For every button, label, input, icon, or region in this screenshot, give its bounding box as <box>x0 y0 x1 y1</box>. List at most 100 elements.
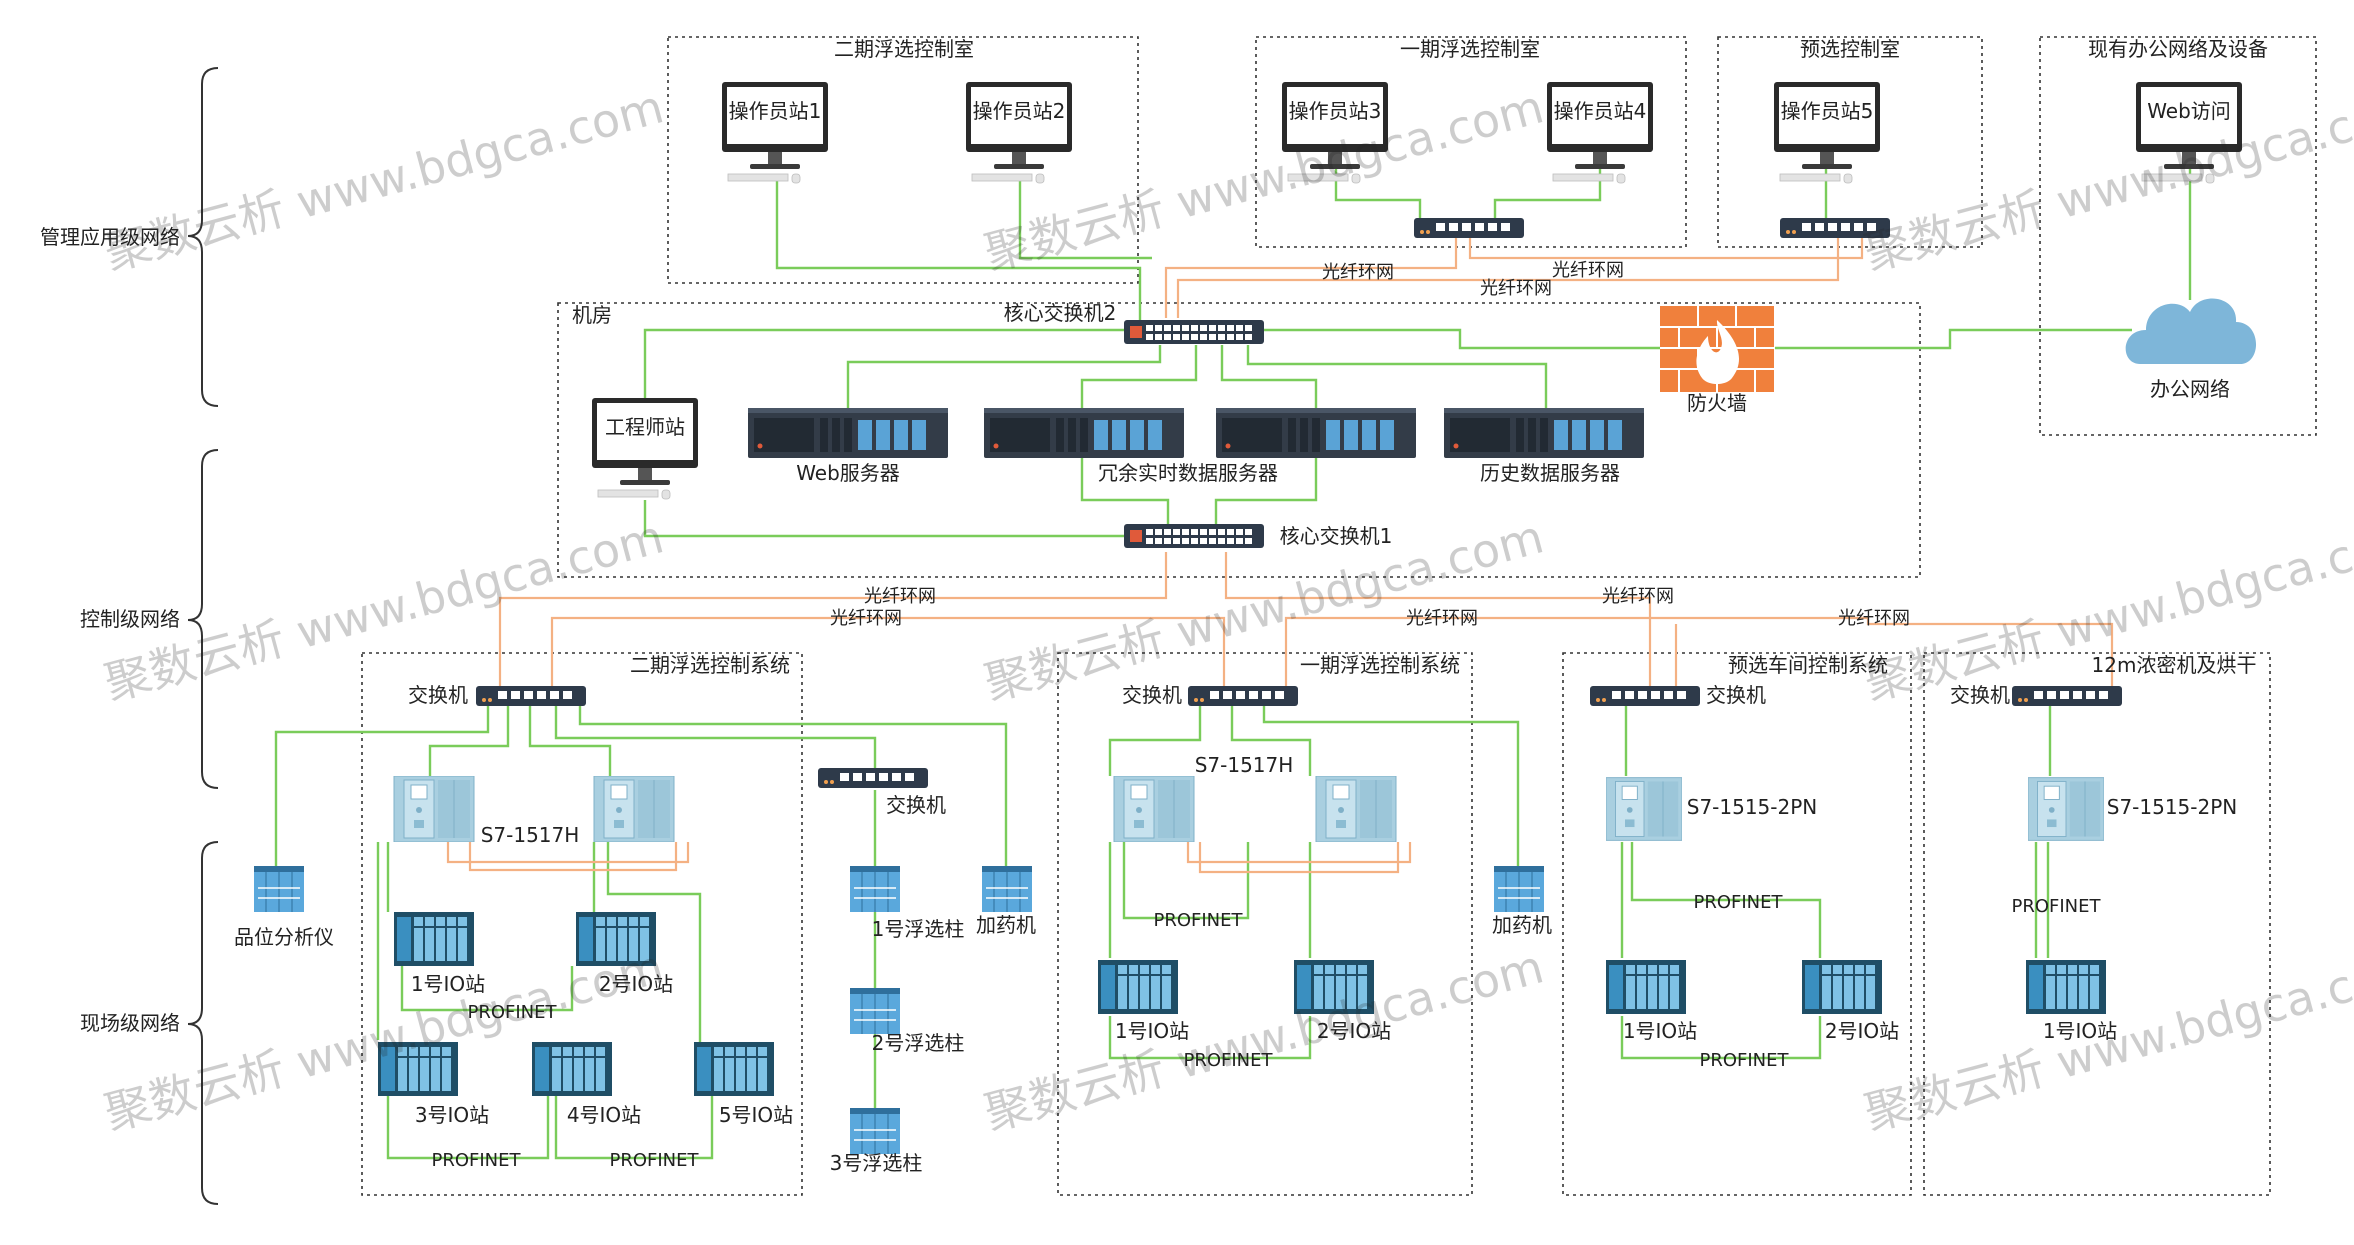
operator-station-1-icon[interactable] <box>721 81 829 184</box>
thick-io1-label: 1号IO站 <box>2043 1019 2117 1043</box>
link-core2-hist <box>1246 345 1548 408</box>
link-core2-web <box>846 345 1162 408</box>
web-access-label: Web访问 <box>2147 99 2231 123</box>
office-net-label: 办公网络 <box>2150 377 2230 401</box>
fiber-h-sync-p2b <box>468 842 678 872</box>
column-3-icon[interactable] <box>849 1108 901 1154</box>
machine-room-title: 机房 <box>572 303 612 327</box>
thick-sys-title: 12m浓密机及烘干 <box>2092 653 2257 677</box>
zone-phase2-sys <box>361 652 803 1196</box>
link-p1-plc1-pn <box>1122 842 1250 920</box>
fiber-label-7: 光纤环网 <box>1602 586 1674 607</box>
analyzer-icon[interactable] <box>253 866 305 912</box>
fiber-core2-p1room <box>1164 238 1458 318</box>
op4-label: 操作员站4 <box>1554 99 1647 123</box>
op1-label: 操作员站1 <box>729 99 822 123</box>
phase1-plc-b-icon[interactable] <box>1315 776 1397 842</box>
phase1-plc-a-icon[interactable] <box>1113 776 1195 842</box>
thick-switch-label: 交换机 <box>1950 683 2010 707</box>
op5-label: 操作员站5 <box>1781 99 1874 123</box>
core-switch-1-icon[interactable] <box>1124 524 1264 548</box>
zone-thick-sys <box>1923 652 2271 1196</box>
fiber-label-5: 光纤环网 <box>830 608 902 629</box>
fiber-sw1-sw3 <box>1284 616 2114 688</box>
zone-phase2-room <box>667 36 1139 284</box>
fiber-label-8: 光纤环网 <box>1838 608 1910 629</box>
column-2-label: 2号浮选柱 <box>872 1031 965 1055</box>
operator-station-2-icon[interactable] <box>965 81 1073 184</box>
link-sw1-plc1 <box>1108 706 1202 776</box>
phase2-dosing-label: 加药机 <box>976 913 1036 937</box>
phase2-room-title: 二期浮选控制室 <box>834 37 974 61</box>
phase2-plc-b-icon[interactable] <box>593 776 675 842</box>
phase1-io1-icon[interactable] <box>1098 960 1178 1014</box>
hist-server-label: 历史数据服务器 <box>1480 461 1620 485</box>
fiber-label-3: 光纤环网 <box>1480 278 1552 299</box>
rt-server-2-icon[interactable] <box>1216 408 1416 458</box>
phase1-switch-icon[interactable] <box>1188 686 1298 706</box>
phase2-io5-icon[interactable] <box>694 1042 774 1096</box>
zone-phase1-sys <box>1057 652 1473 1196</box>
pre-switch-icon[interactable] <box>1590 686 1700 706</box>
link-op4-switch <box>1493 165 1602 218</box>
operator-station-4-icon[interactable] <box>1546 81 1654 184</box>
web-server-icon[interactable] <box>748 408 948 458</box>
fiber-label-6: 光纤环网 <box>1406 608 1478 629</box>
link-sw2-sw <box>554 706 877 768</box>
phase2-io4-icon[interactable] <box>532 1042 612 1096</box>
phase2-io1-icon[interactable] <box>394 912 474 966</box>
fiber-h-sync-p1 <box>1186 842 1412 864</box>
fiber-p1room-preroom <box>1468 238 1864 260</box>
level-field: 现场级网络 <box>80 1011 180 1035</box>
office-cloud-icon[interactable] <box>2125 298 2257 364</box>
engineer-station-icon[interactable] <box>591 397 699 500</box>
thick-profinet: PROFINET <box>2011 896 2101 917</box>
fiber-label-1: 光纤环网 <box>1322 262 1394 283</box>
phase2-plc-a-icon[interactable] <box>393 776 475 842</box>
brace-management <box>187 67 219 407</box>
column-2-icon[interactable] <box>849 988 901 1034</box>
pre-switch-label: 交换机 <box>1706 683 1766 707</box>
operator-station-5-icon[interactable] <box>1773 81 1881 184</box>
phase1-room-title: 一期浮选控制室 <box>1400 37 1540 61</box>
pre-profinet-1: PROFINET <box>1693 892 1783 913</box>
core-switch-2-icon[interactable] <box>1124 320 1264 344</box>
link-rt2-core1 <box>1214 458 1318 524</box>
thick-io1-icon[interactable] <box>2026 960 2106 1014</box>
thick-switch-icon[interactable] <box>2012 686 2122 706</box>
link-io4-io5-pn <box>554 1096 714 1160</box>
pre-io1-icon[interactable] <box>1606 960 1686 1014</box>
phase1-io2-label: 2号IO站 <box>1317 1019 1391 1043</box>
zone-office <box>2039 36 2317 436</box>
phase1-dosing-icon[interactable] <box>1493 866 1545 912</box>
brace-field <box>187 841 219 1205</box>
phase1-room-switch-icon[interactable] <box>1414 218 1524 238</box>
fiber-links <box>446 238 2114 874</box>
pre-plc-icon[interactable] <box>1606 777 1682 841</box>
link-core2-rt1 <box>1080 345 1198 408</box>
firewall-icon[interactable] <box>1660 306 1774 392</box>
phase1-switch-label: 交换机 <box>1122 683 1182 707</box>
column-switch-icon[interactable] <box>818 768 928 788</box>
thick-plc-icon[interactable] <box>2028 777 2104 841</box>
phase2-dosing-icon[interactable] <box>981 866 1033 912</box>
link-core2-eng <box>643 328 1126 400</box>
eng-label: 工程师站 <box>605 415 685 439</box>
rt-server-1-icon[interactable] <box>984 408 1184 458</box>
zone-pre-sys <box>1562 652 1912 1196</box>
op2-label: 操作员站2 <box>973 99 1066 123</box>
phase2-sys-title: 二期浮选控制系统 <box>630 653 790 677</box>
zone-pre-room <box>1717 36 1983 248</box>
phase1-plc-label: S7-1517H <box>1195 753 1294 777</box>
pre-io2-icon[interactable] <box>1802 960 1882 1014</box>
phase2-io4-label: 4号IO站 <box>567 1103 641 1127</box>
level-management: 管理应用级网络 <box>40 225 180 249</box>
phase2-switch-icon[interactable] <box>476 686 586 706</box>
link-sw1-plc2 <box>1230 706 1312 776</box>
phase2-io5-label: 5号IO站 <box>719 1103 793 1127</box>
phase1-io1-label: 1号IO站 <box>1115 1019 1189 1043</box>
hist-server-icon[interactable] <box>1444 408 1644 458</box>
fiber-core1-sw2a <box>498 552 1168 688</box>
thick-plc-label: S7-1515-2PN <box>2107 795 2238 819</box>
column-1-icon[interactable] <box>849 866 901 912</box>
